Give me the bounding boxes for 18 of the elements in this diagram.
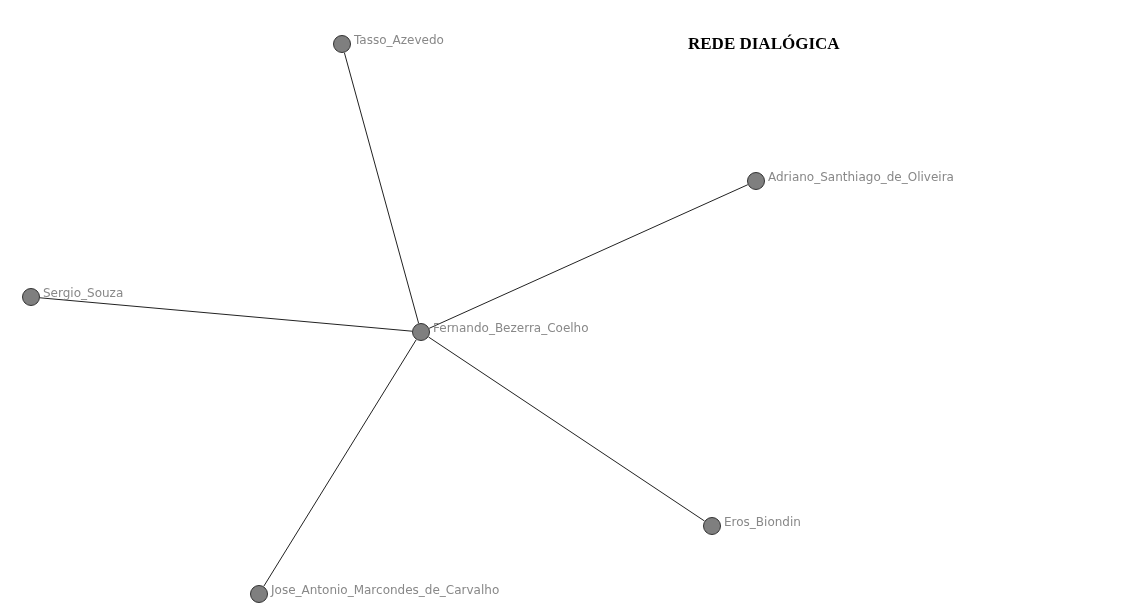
node-label: Eros_Biondin: [724, 515, 801, 529]
node-label: Adriano_Santhiago_de_Oliveira: [768, 170, 954, 184]
diagram-title: REDE DIALÓGICA: [688, 34, 840, 54]
connector-line: [343, 52, 420, 324]
circle-node: [747, 172, 765, 190]
circle-node: [250, 585, 268, 603]
connector-line: [428, 336, 705, 522]
connector-line: [428, 184, 749, 329]
circle-node: [22, 288, 40, 306]
node-label: Jose_Antonio_Marcondes_de_Carvalho: [271, 583, 500, 597]
circle-node: [412, 323, 430, 341]
node-label: Tasso_Azevedo: [354, 33, 444, 47]
circle-node: [333, 35, 351, 53]
connector-line: [263, 339, 417, 587]
circle-node: [703, 517, 721, 535]
connector-line: [39, 297, 413, 332]
node-label: Fernando_Bezerra_Coelho: [433, 321, 589, 335]
node-label: Sergio_Souza: [43, 286, 124, 300]
